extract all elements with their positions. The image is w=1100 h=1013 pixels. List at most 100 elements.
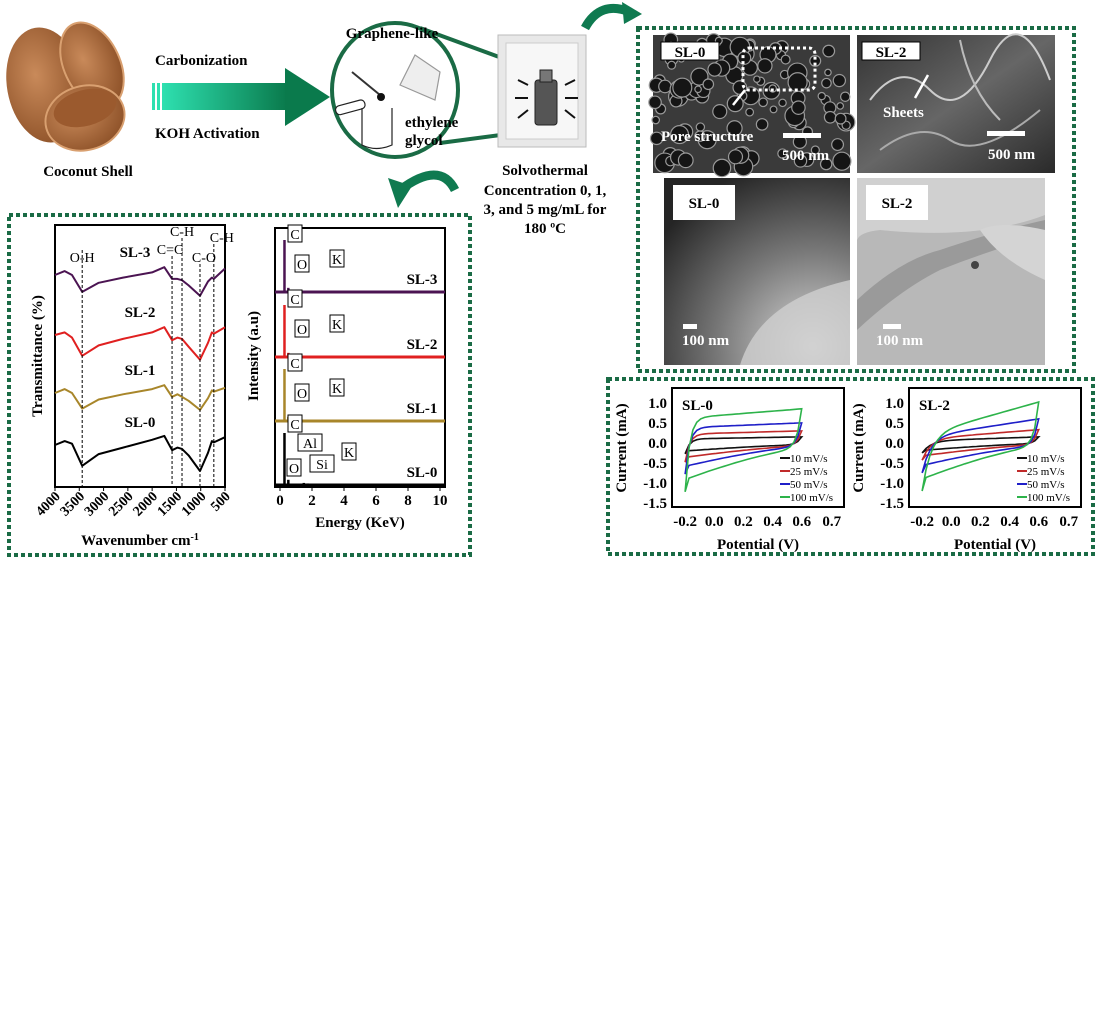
cv-legend-label: 50 mV/s — [1027, 479, 1065, 491]
pore — [712, 103, 728, 120]
solvothermal-line-3: 3, and 5 mg/mL for — [484, 202, 607, 218]
cv-ytick-label: -1.0 — [643, 476, 667, 492]
pore — [727, 149, 744, 165]
cv-xtick-label: 0.0 — [705, 514, 724, 530]
pore — [831, 138, 845, 152]
ftir-series-label: SL-2 — [125, 305, 156, 321]
tem-sl2-label: SL-2 — [882, 196, 913, 212]
eds-element-callout — [329, 378, 345, 397]
sem-sl2-label: SL-2 — [876, 45, 907, 61]
ftir-tick-label: 3500 — [58, 489, 88, 519]
ftir-tick-label: 2500 — [106, 489, 136, 519]
ftir-chart: SL-0SL-1SL-2SL-3O-HC=CC-HC-OC-H400035003… — [30, 224, 234, 549]
cv-legend-label: 10 mV/s — [1027, 453, 1065, 465]
koh-activation-label: KOH Activation — [155, 126, 260, 142]
pore — [810, 145, 820, 155]
cv-ytick-label: -1.0 — [880, 476, 904, 492]
cv-loop-50mVs — [684, 422, 803, 475]
cv-xtick-label: -0.2 — [910, 514, 934, 530]
cv-ytick-label: 0.5 — [648, 416, 667, 432]
pore — [726, 120, 743, 137]
eds-element-callout — [294, 319, 310, 338]
cv-xtick-label: 0.6 — [1029, 514, 1048, 530]
cv-xtick-label: 0.7 — [822, 514, 841, 530]
eds-tick-label: 0 — [276, 493, 284, 509]
pore — [677, 152, 694, 169]
band-label-C=C: C=C — [157, 243, 184, 258]
pore — [757, 58, 773, 74]
eds-series-label: SL-2 — [407, 337, 438, 353]
graphene-like-label: Graphene-like — [346, 26, 439, 42]
eds-element-label: C — [290, 418, 299, 433]
cv-xtick-label: 0.4 — [763, 514, 782, 530]
eds-tick-label: 6 — [372, 493, 380, 509]
pore — [809, 54, 822, 67]
cv-frame — [606, 377, 1095, 556]
solvothermal-caption: Solvothermal Concentration 0, 1, 3, and … — [484, 163, 607, 237]
pore — [758, 97, 768, 108]
cv-legend-label: 10 mV/s — [790, 453, 828, 465]
pore — [780, 54, 791, 65]
cv-loop-10mVs — [921, 436, 1041, 454]
beaker-icon — [361, 108, 393, 150]
cv-legend-label: 100 mV/s — [790, 492, 833, 504]
pore — [821, 77, 832, 89]
pore — [755, 118, 769, 131]
ftir-axes — [54, 224, 226, 488]
pore — [769, 105, 778, 114]
pouring-beaker-icon — [399, 54, 441, 101]
eds-element-callout — [309, 454, 335, 473]
eds-series-label: SL-0 — [407, 465, 438, 481]
sem-sl0-label: SL-0 — [675, 45, 706, 61]
eds-element-callout — [287, 289, 303, 308]
coconut-shell-illustration — [6, 21, 126, 152]
eds-element-callout — [287, 353, 303, 372]
cv-xtick-label: 0.4 — [1000, 514, 1019, 530]
eds-element-callout — [329, 249, 345, 268]
solvothermal-line-4: 180 ºC — [524, 221, 566, 237]
eds-tick-label: 10 — [433, 493, 448, 509]
pore — [651, 115, 661, 125]
pore — [712, 158, 732, 178]
tem-image-sl0 — [664, 178, 850, 365]
pore — [791, 100, 806, 115]
ftir-series-label: SL-1 — [125, 363, 156, 379]
band-label-C-H: C-H — [210, 231, 234, 246]
eds-element-label: O — [289, 462, 299, 477]
spectra-frame — [7, 213, 472, 557]
ftir-tick-label: 1000 — [179, 489, 209, 519]
tem-image-sl2 — [857, 178, 1045, 365]
eds-element-label: C — [290, 293, 299, 308]
ftir-series-SL-0 — [54, 434, 226, 472]
eds-tick-label: 4 — [340, 493, 348, 509]
cv-loop-25mVs — [921, 428, 1040, 461]
cv-loop-25mVs — [684, 430, 803, 463]
pore — [707, 62, 722, 77]
solvothermal-line-2: Concentration 0, 1, — [484, 183, 607, 199]
ftir-tick-label: 500 — [208, 489, 233, 514]
eds-element-label: K — [332, 382, 342, 397]
cv-legend-label: 100 mV/s — [1027, 492, 1070, 504]
pore — [836, 102, 845, 110]
eds-element-callout — [329, 314, 345, 333]
eds-element-callout — [341, 442, 357, 461]
ftir-ylabel: Transmittance (%) — [30, 295, 46, 417]
pore — [649, 131, 664, 146]
cv-legend-label: 25 mV/s — [1027, 466, 1065, 478]
tem-sl2-scale: 100 nm — [876, 333, 924, 349]
cv-ytick-label: 1.0 — [885, 396, 904, 412]
sheets-annotation: Sheets — [883, 105, 924, 121]
autoclave-oven-icon — [497, 34, 587, 148]
pore — [670, 125, 690, 145]
eds-element-label: O — [297, 387, 307, 402]
cv-ytick-label: 0.0 — [885, 436, 904, 452]
cv-xtick-label: 0.2 — [734, 514, 753, 530]
pore — [832, 73, 847, 88]
solvent-label-line2: glycol — [405, 133, 443, 149]
cv-legend-label: 25 mV/s — [790, 466, 828, 478]
sem-sl0-scale: 500 nm — [782, 148, 830, 164]
ftir-tick-label: 4000 — [33, 489, 63, 519]
eds-element-callout — [294, 383, 310, 402]
pore — [817, 91, 826, 101]
